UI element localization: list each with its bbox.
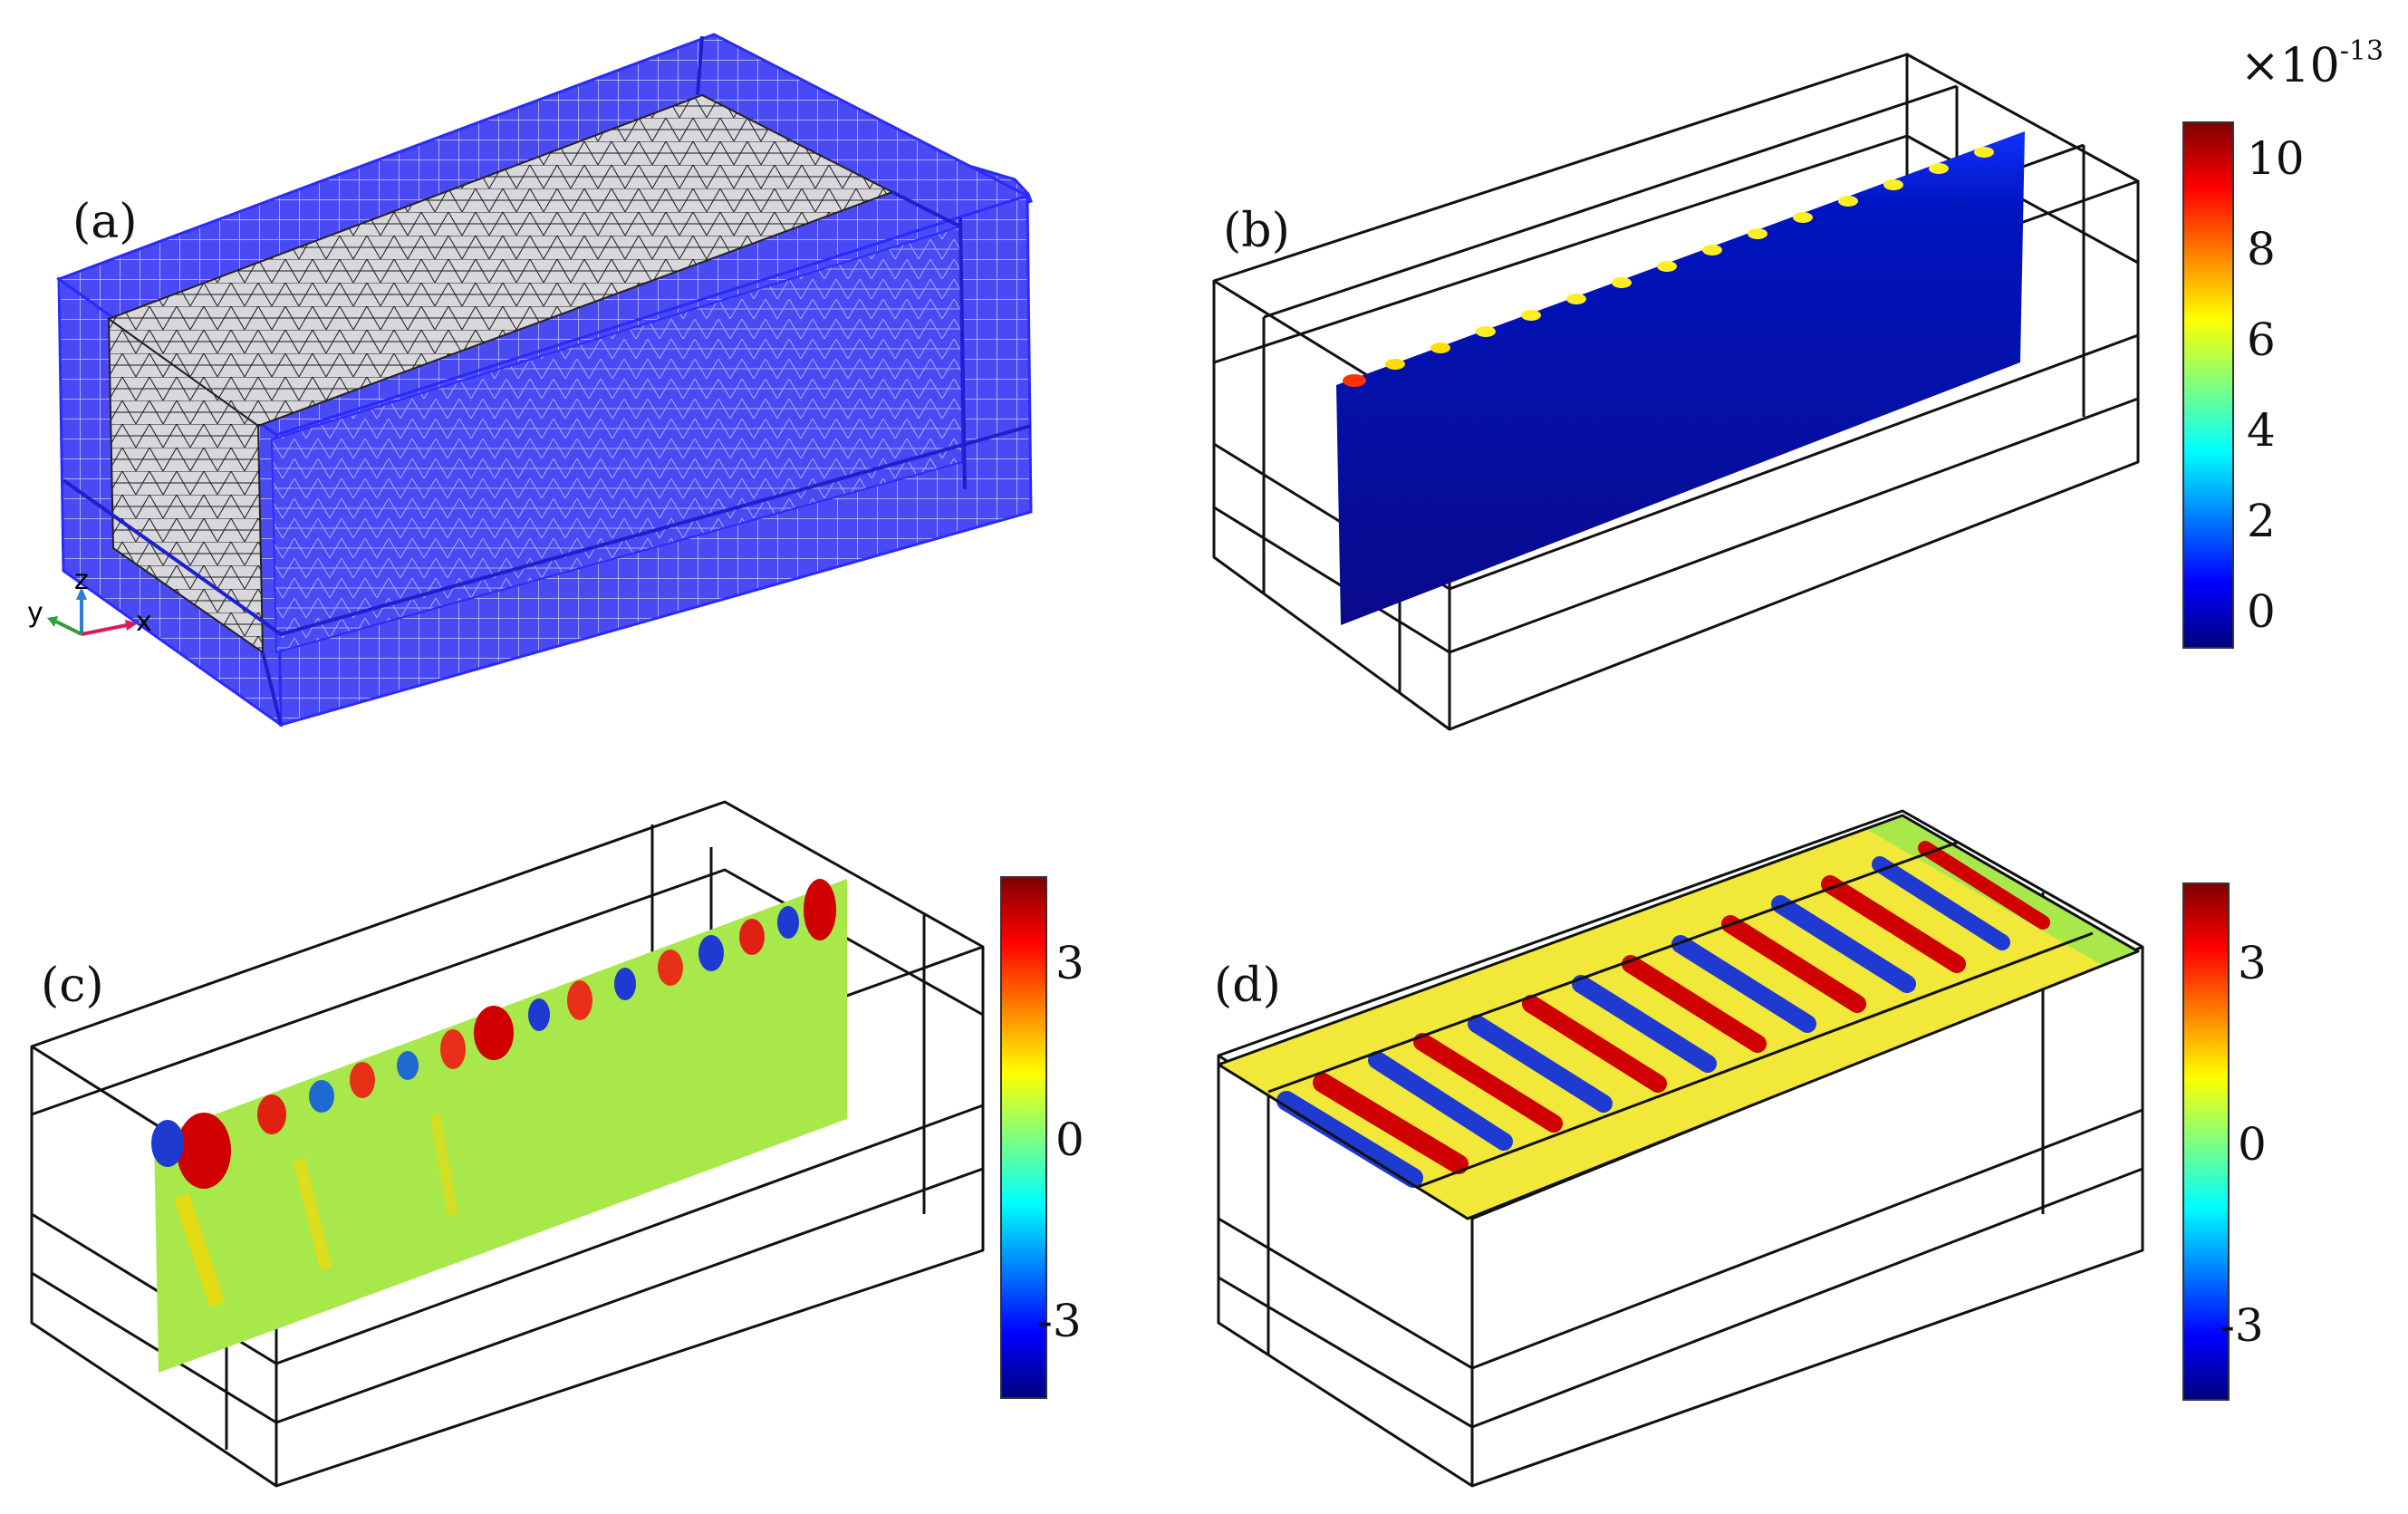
panel-b-hotspots xyxy=(1343,147,1994,387)
panel-a-label: (a) xyxy=(72,195,138,249)
panel-a: (a) z x y xyxy=(27,33,1033,728)
colorbar-c-tick-neg3: -3 xyxy=(1037,1295,1082,1347)
axis-x-label: x xyxy=(136,606,152,638)
panel-b: (b) ×10-13 10 8 6 4 2 0 xyxy=(1212,35,2384,731)
panel-c: (c) 3 0 -3 xyxy=(30,800,1084,1488)
colorbar-b-multiplier: ×10-13 xyxy=(2240,35,2384,93)
colorbar-b-tick-8: 8 xyxy=(2247,223,2276,275)
colorbar-d: 3 0 -3 xyxy=(2182,882,2267,1401)
colorbar-b-tick-4: 4 xyxy=(2247,404,2276,457)
colorbar-c-tick-0: 0 xyxy=(1055,1114,1084,1166)
panel-b-field-slice xyxy=(1336,131,2025,625)
panel-c-field-slice xyxy=(154,879,847,1373)
colorbar-b-tick-6: 6 xyxy=(2247,313,2276,366)
axis-triad: z x y xyxy=(27,564,152,638)
colorbar-b-tick-10: 10 xyxy=(2247,132,2305,185)
colorbar-b-tick-0: 0 xyxy=(2247,585,2276,638)
panel-d-field-slice xyxy=(1218,815,2138,1219)
panel-d-label: (d) xyxy=(1214,959,1281,1013)
colorbar-d-tick-neg3: -3 xyxy=(2220,1299,2264,1352)
colorbar-c-tick-3: 3 xyxy=(1055,937,1084,989)
panel-d: (d) 3 0 -3 xyxy=(1214,809,2267,1488)
panel-d-wave-pattern xyxy=(1276,841,2050,1188)
panel-c-wave-pattern xyxy=(151,879,836,1307)
axis-z-label: z xyxy=(74,564,89,596)
axis-y-label: y xyxy=(27,597,43,629)
colorbar-b-tick-2: 2 xyxy=(2247,495,2276,547)
panel-c-label: (c) xyxy=(41,959,104,1013)
colorbar-d-tick-3: 3 xyxy=(2238,937,2267,989)
colorbar-c: 3 0 -3 xyxy=(1000,876,1084,1399)
panel-b-label: (b) xyxy=(1223,204,1290,258)
colorbar-b: ×10-13 10 8 6 4 2 0 xyxy=(2182,35,2384,649)
colorbar-d-tick-0: 0 xyxy=(2238,1118,2267,1171)
